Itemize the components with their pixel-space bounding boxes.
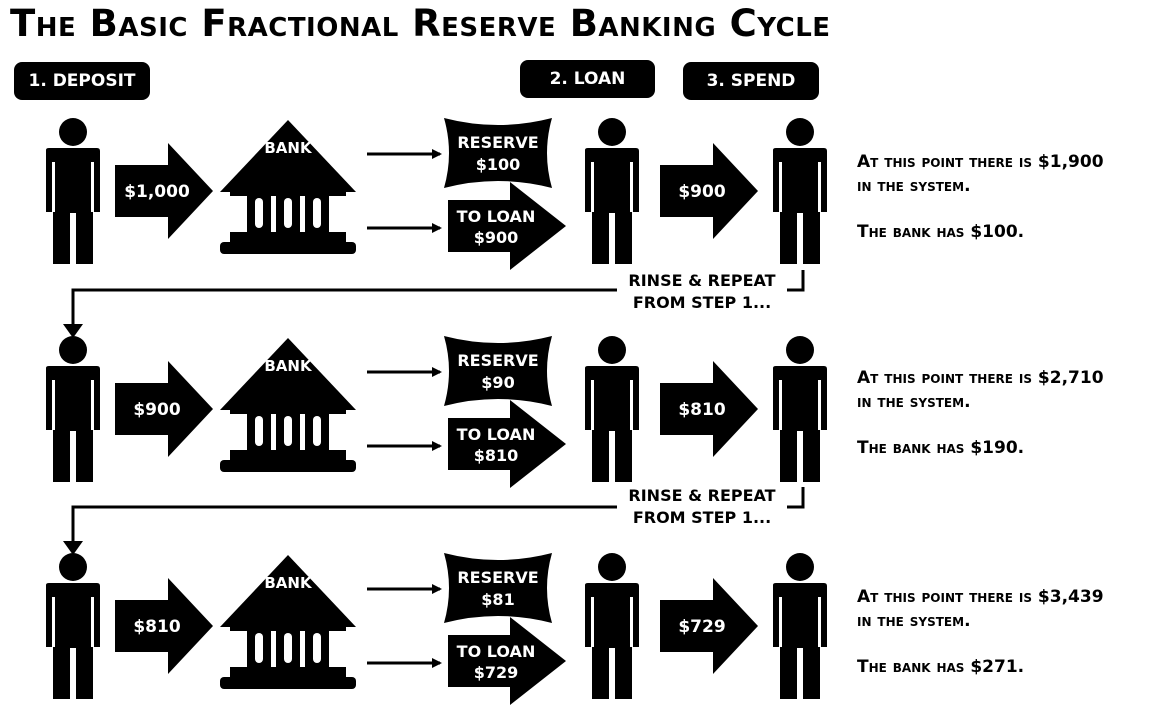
bank-label: BANK: [264, 574, 313, 592]
arrow-amount-label: $810: [678, 400, 725, 420]
arrow-amount-label: $1,000: [124, 182, 190, 202]
row-2-reserve-badge: RESERVE $90: [444, 336, 552, 406]
summary-system-line: in the system.: [857, 176, 971, 196]
reserve-label: RESERVE: [457, 133, 538, 152]
row-2-spend-arrow: $810: [660, 361, 758, 457]
row-1-to-loan-arrow: TO LOAN $900: [448, 182, 566, 270]
arrow-amount-label: $729: [678, 617, 725, 637]
arrow-amount-label: $900: [678, 182, 725, 202]
row-3-summary: At this point there is $3,439 in the sys…: [857, 585, 1104, 679]
row-1-deposit-arrow: $1,000: [115, 143, 213, 239]
to-loan-label: TO LOAN: [457, 642, 536, 661]
to-loan-label: TO LOAN: [457, 207, 536, 226]
to-loan-amount: $729: [474, 663, 519, 682]
to-loan-amount: $810: [474, 446, 519, 465]
rinse-repeat-connector-2: [71, 487, 805, 545]
summary-bank-line: The bank has $190.: [857, 438, 1025, 458]
row-3-bank-icon: BANK: [220, 555, 356, 689]
row-1-spend-arrow: $900: [660, 143, 758, 239]
row-1-recipient-figure: [773, 118, 827, 264]
summary-total-line: At this point there is $1,900: [857, 152, 1104, 172]
row-2-to-loan-arrow: TO LOAN $810: [448, 400, 566, 488]
summary-bank-line: The bank has $100.: [857, 222, 1025, 242]
arrow-amount-label: $900: [133, 400, 180, 420]
row-1-reserve-badge: RESERVE $100: [444, 118, 552, 188]
row-1-summary: At this point there is $1,900 in the sys…: [857, 150, 1104, 244]
reserve-amount: $81: [481, 590, 514, 609]
row-3-depositor-figure: [46, 553, 100, 699]
row-2-depositor-figure: [46, 336, 100, 482]
row-2-recipient-figure: [773, 336, 827, 482]
rinse-repeat-label-1: RINSE & REPEAT FROM STEP 1...: [617, 270, 787, 314]
step-loan-label: 2. LOAN: [520, 60, 655, 98]
step-deposit-label: 1. DEPOSIT: [14, 62, 150, 100]
to-loan-amount: $900: [474, 228, 519, 247]
row-2-deposit-arrow: $900: [115, 361, 213, 457]
row-3-recipient-figure: [773, 553, 827, 699]
row-1-bank-icon: BANK: [220, 120, 356, 254]
row-3-spend-arrow: $729: [660, 578, 758, 674]
reserve-amount: $100: [476, 155, 521, 174]
row-3-reserve-badge: RESERVE $81: [444, 553, 552, 623]
row-2-borrower-figure: [585, 336, 639, 482]
rinse-repeat-label-2: RINSE & REPEAT FROM STEP 1...: [617, 485, 787, 529]
reserve-amount: $90: [481, 373, 514, 392]
row-3-deposit-arrow: $810: [115, 578, 213, 674]
bank-label: BANK: [264, 357, 313, 375]
summary-total-line: At this point there is $3,439: [857, 587, 1104, 607]
to-loan-label: TO LOAN: [457, 425, 536, 444]
row-2-summary: At this point there is $2,710 in the sys…: [857, 366, 1104, 460]
row-3-to-loan-arrow: TO LOAN $729: [448, 617, 566, 705]
row-2-bank-icon: BANK: [220, 338, 356, 472]
row-1-borrower-figure: [585, 118, 639, 264]
summary-system-line: in the system.: [857, 611, 971, 631]
step-spend-label: 3. SPEND: [683, 62, 819, 100]
summary-system-line: in the system.: [857, 392, 971, 412]
arrow-amount-label: $810: [133, 617, 180, 637]
row-1-depositor-figure: [46, 118, 100, 264]
rinse-repeat-connector-1: [71, 270, 805, 328]
diagram-title: The Basic Fractional Reserve Banking Cyc…: [10, 2, 831, 45]
summary-bank-line: The bank has $271.: [857, 657, 1025, 677]
row-3-borrower-figure: [585, 553, 639, 699]
reserve-label: RESERVE: [457, 351, 538, 370]
summary-total-line: At this point there is $2,710: [857, 368, 1104, 388]
bank-label: BANK: [264, 139, 313, 157]
reserve-label: RESERVE: [457, 568, 538, 587]
